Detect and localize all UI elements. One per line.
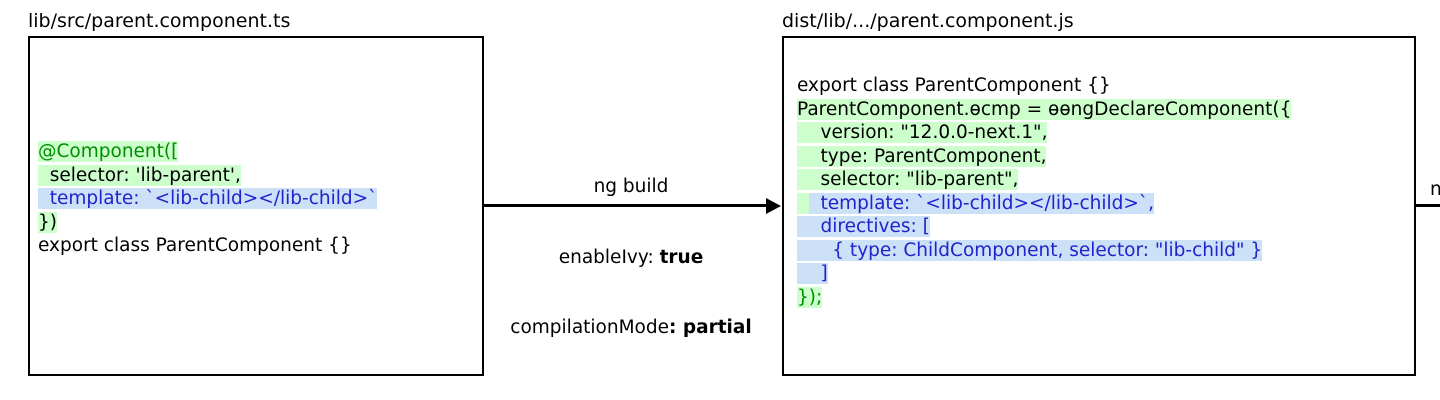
outgoing-arrow-shaft [1416,204,1440,207]
code-line: export class ParentComponent {} [38,234,377,258]
code-segment: template: `<lib-child></lib-child>`, [808,192,1155,214]
code-line: ] [797,262,1291,286]
code-segment: directives: [ [797,216,930,237]
enable-ivy-label: enableIvy: [558,246,660,268]
code-segment: ParentComponent.ɵcmp = ɵɵngDeclareCompon… [797,98,1292,120]
enable-ivy-value: true [659,246,704,268]
code-line: selector: 'lib-parent', [38,164,377,188]
code-line: @Component([ [38,140,377,164]
build-arrow-head [766,197,781,214]
code-segment: }); [797,286,823,308]
code-segment [797,192,809,214]
code-line: version: "12.0.0-next.1", [797,121,1291,145]
code-segment: selector: 'lib-parent', [38,164,241,186]
code-segment: }) [38,211,57,233]
compilation-mode-value: : partial [669,317,752,338]
code-line: template: `<lib-child></lib-child>` [38,187,378,211]
code-segment: version: "12.0.0-next.1", [797,122,1048,143]
code-line: export class ParentComponent {} [797,74,1291,98]
code-line: }) [38,211,377,235]
code-line: }); [797,286,1291,310]
code-segment: ] [797,263,828,284]
arrow-label: ng build enableIvy: true compilationMode… [490,128,772,363]
code-segment: export class ParentComponent {} [797,75,1111,96]
left-code-block: @Component([ selector: 'lib-parent', tem… [38,140,378,258]
left-file-caption: lib/src/parent.component.ts [28,10,291,32]
code-segment: selector: "lib-parent", [797,169,1019,190]
code-segment: template: `<lib-child></lib-child>` [38,188,378,209]
build-arrow-shaft [484,204,766,207]
arrow-label-line-1: ng build [593,176,669,197]
code-segment: { type: ChildComponent, selector: "lib-c… [797,239,1263,261]
code-line: template: `<lib-child></lib-child>`, [797,192,1291,216]
compilation-mode-label: compilationMode [510,317,669,338]
code-segment: type: ParentComponent, [797,145,1047,167]
code-line: ParentComponent.ɵcmp = ɵɵngDeclareCompon… [797,98,1292,122]
code-line: selector: "lib-parent", [797,168,1291,192]
code-line: directives: [ [797,215,1291,239]
arrow-label-line-2: enableIvy: true [490,246,772,270]
code-segment: @Component([ [38,141,179,162]
code-line: type: ParentComponent, [797,145,1291,169]
right-code-block: export class ParentComponent {}ParentCom… [797,74,1292,310]
code-line: { type: ChildComponent, selector: "lib-c… [797,239,1291,263]
right-file-caption: dist/lib/.../parent.component.js [782,10,1074,32]
outgoing-arrow-label: n [1430,179,1440,200]
arrow-label-line-3: compilationMode: partial [490,316,772,340]
code-segment: export class ParentComponent {} [38,235,352,256]
